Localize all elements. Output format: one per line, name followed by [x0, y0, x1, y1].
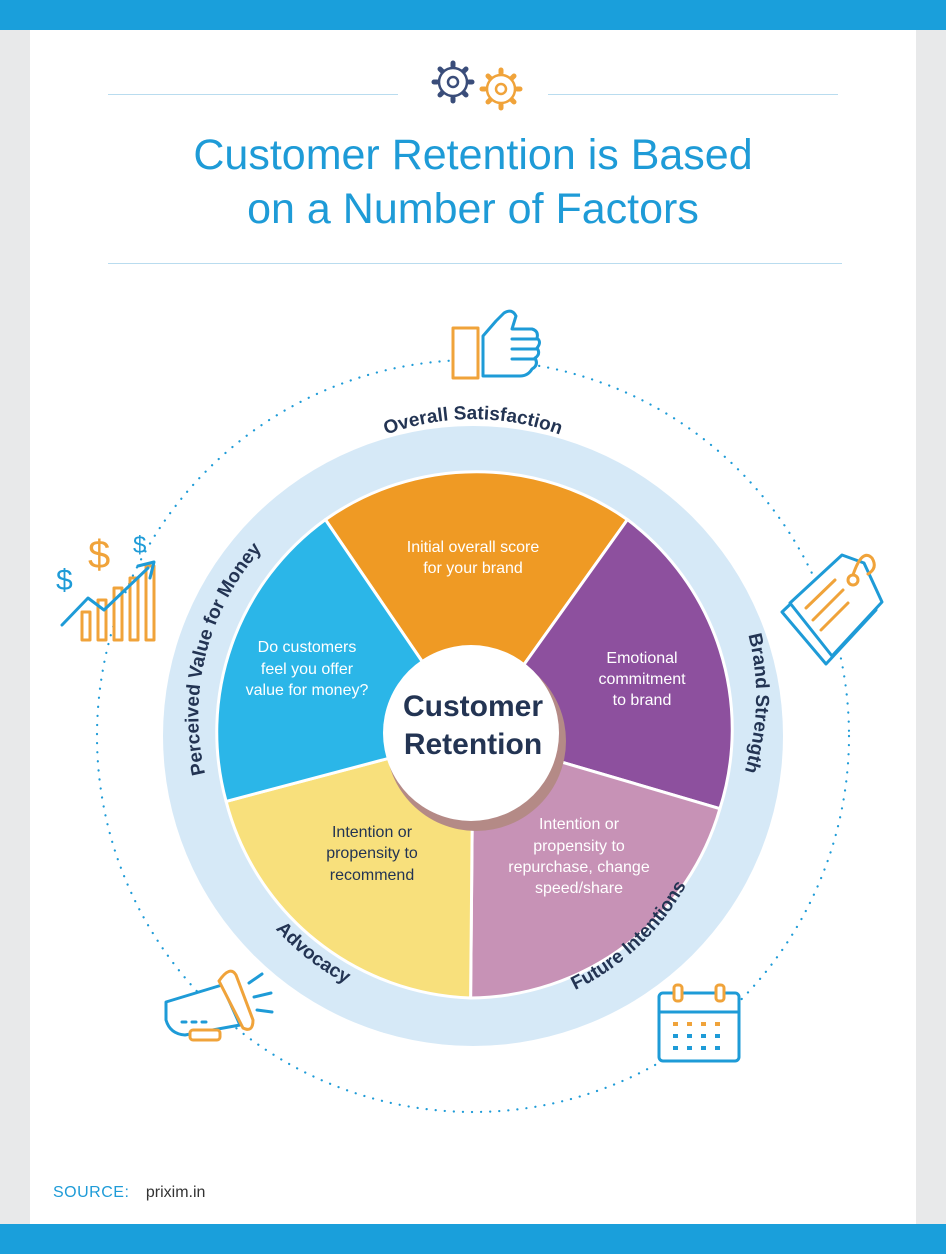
header-rule-left	[108, 94, 398, 95]
brand-strength-text-1: Emotional	[606, 650, 677, 667]
perceived-value-text-1: Do customers	[258, 639, 357, 656]
dollar-small-left: $	[56, 564, 73, 597]
left-margin	[0, 30, 30, 1224]
overall-satisfaction-text-2: for your brand	[423, 560, 523, 577]
bottom-bar	[0, 1224, 946, 1254]
money-growth-icon: $ $ $	[56, 532, 156, 642]
advocacy-text-1: Intention or	[332, 824, 413, 841]
dotted-orbit	[95, 358, 851, 1114]
segment-overall-satisfaction	[323, 470, 629, 738]
right-margin	[916, 30, 946, 1224]
source-value: prixim.in	[145, 1184, 206, 1201]
title-line-2: on a Number of Factors	[247, 185, 699, 233]
top-bar	[0, 0, 946, 30]
overall-satisfaction-description: Initial overall score for your brand	[407, 539, 540, 577]
perceived-value-description: Do customers feel you offer value for mo…	[246, 639, 369, 699]
source-label: SOURCE:	[53, 1184, 130, 1201]
center-label-line-2: Retention	[404, 728, 542, 761]
gears-icon	[431, 60, 523, 111]
thumbs-up-icon	[451, 309, 541, 380]
center-label-line-1: Customer	[403, 690, 543, 723]
center-circle	[383, 645, 559, 821]
perceived-value-text-3: value for money?	[246, 682, 369, 699]
future-intentions-text-3: repurchase, change	[508, 859, 650, 876]
dollar-small-right: $	[133, 532, 146, 559]
advocacy-text-2: propensity to	[326, 845, 418, 862]
future-intentions-description: Intention or propensity to repurchase, c…	[508, 816, 650, 897]
future-intentions-text-4: speed/share	[535, 880, 623, 897]
page-title: Customer Retention is Based on a Number …	[60, 128, 886, 236]
advocacy-text-3: recommend	[330, 867, 414, 884]
source-line: SOURCE: prixim.in	[53, 1184, 205, 1202]
brand-strength-text-2: commitment	[598, 671, 686, 688]
future-intentions-text-1: Intention or	[539, 816, 620, 833]
brand-strength-text-3: to brand	[613, 692, 672, 709]
price-tag-icon	[780, 553, 884, 666]
title-line-1: Customer Retention is Based	[193, 131, 753, 179]
overall-satisfaction-text-1: Initial overall score	[407, 539, 540, 556]
future-intentions-text-2: propensity to	[533, 838, 625, 855]
advocacy-description: Intention or propensity to recommend	[326, 824, 418, 884]
brand-strength-description: Emotional commitment to brand	[598, 650, 686, 709]
dollar-large: $	[88, 533, 110, 577]
calendar-icon	[657, 983, 741, 1063]
perceived-value-text-2: feel you offer	[261, 661, 354, 678]
header-rule-right	[548, 94, 838, 95]
title-divider	[108, 263, 842, 264]
megaphone-icon	[164, 969, 274, 1042]
